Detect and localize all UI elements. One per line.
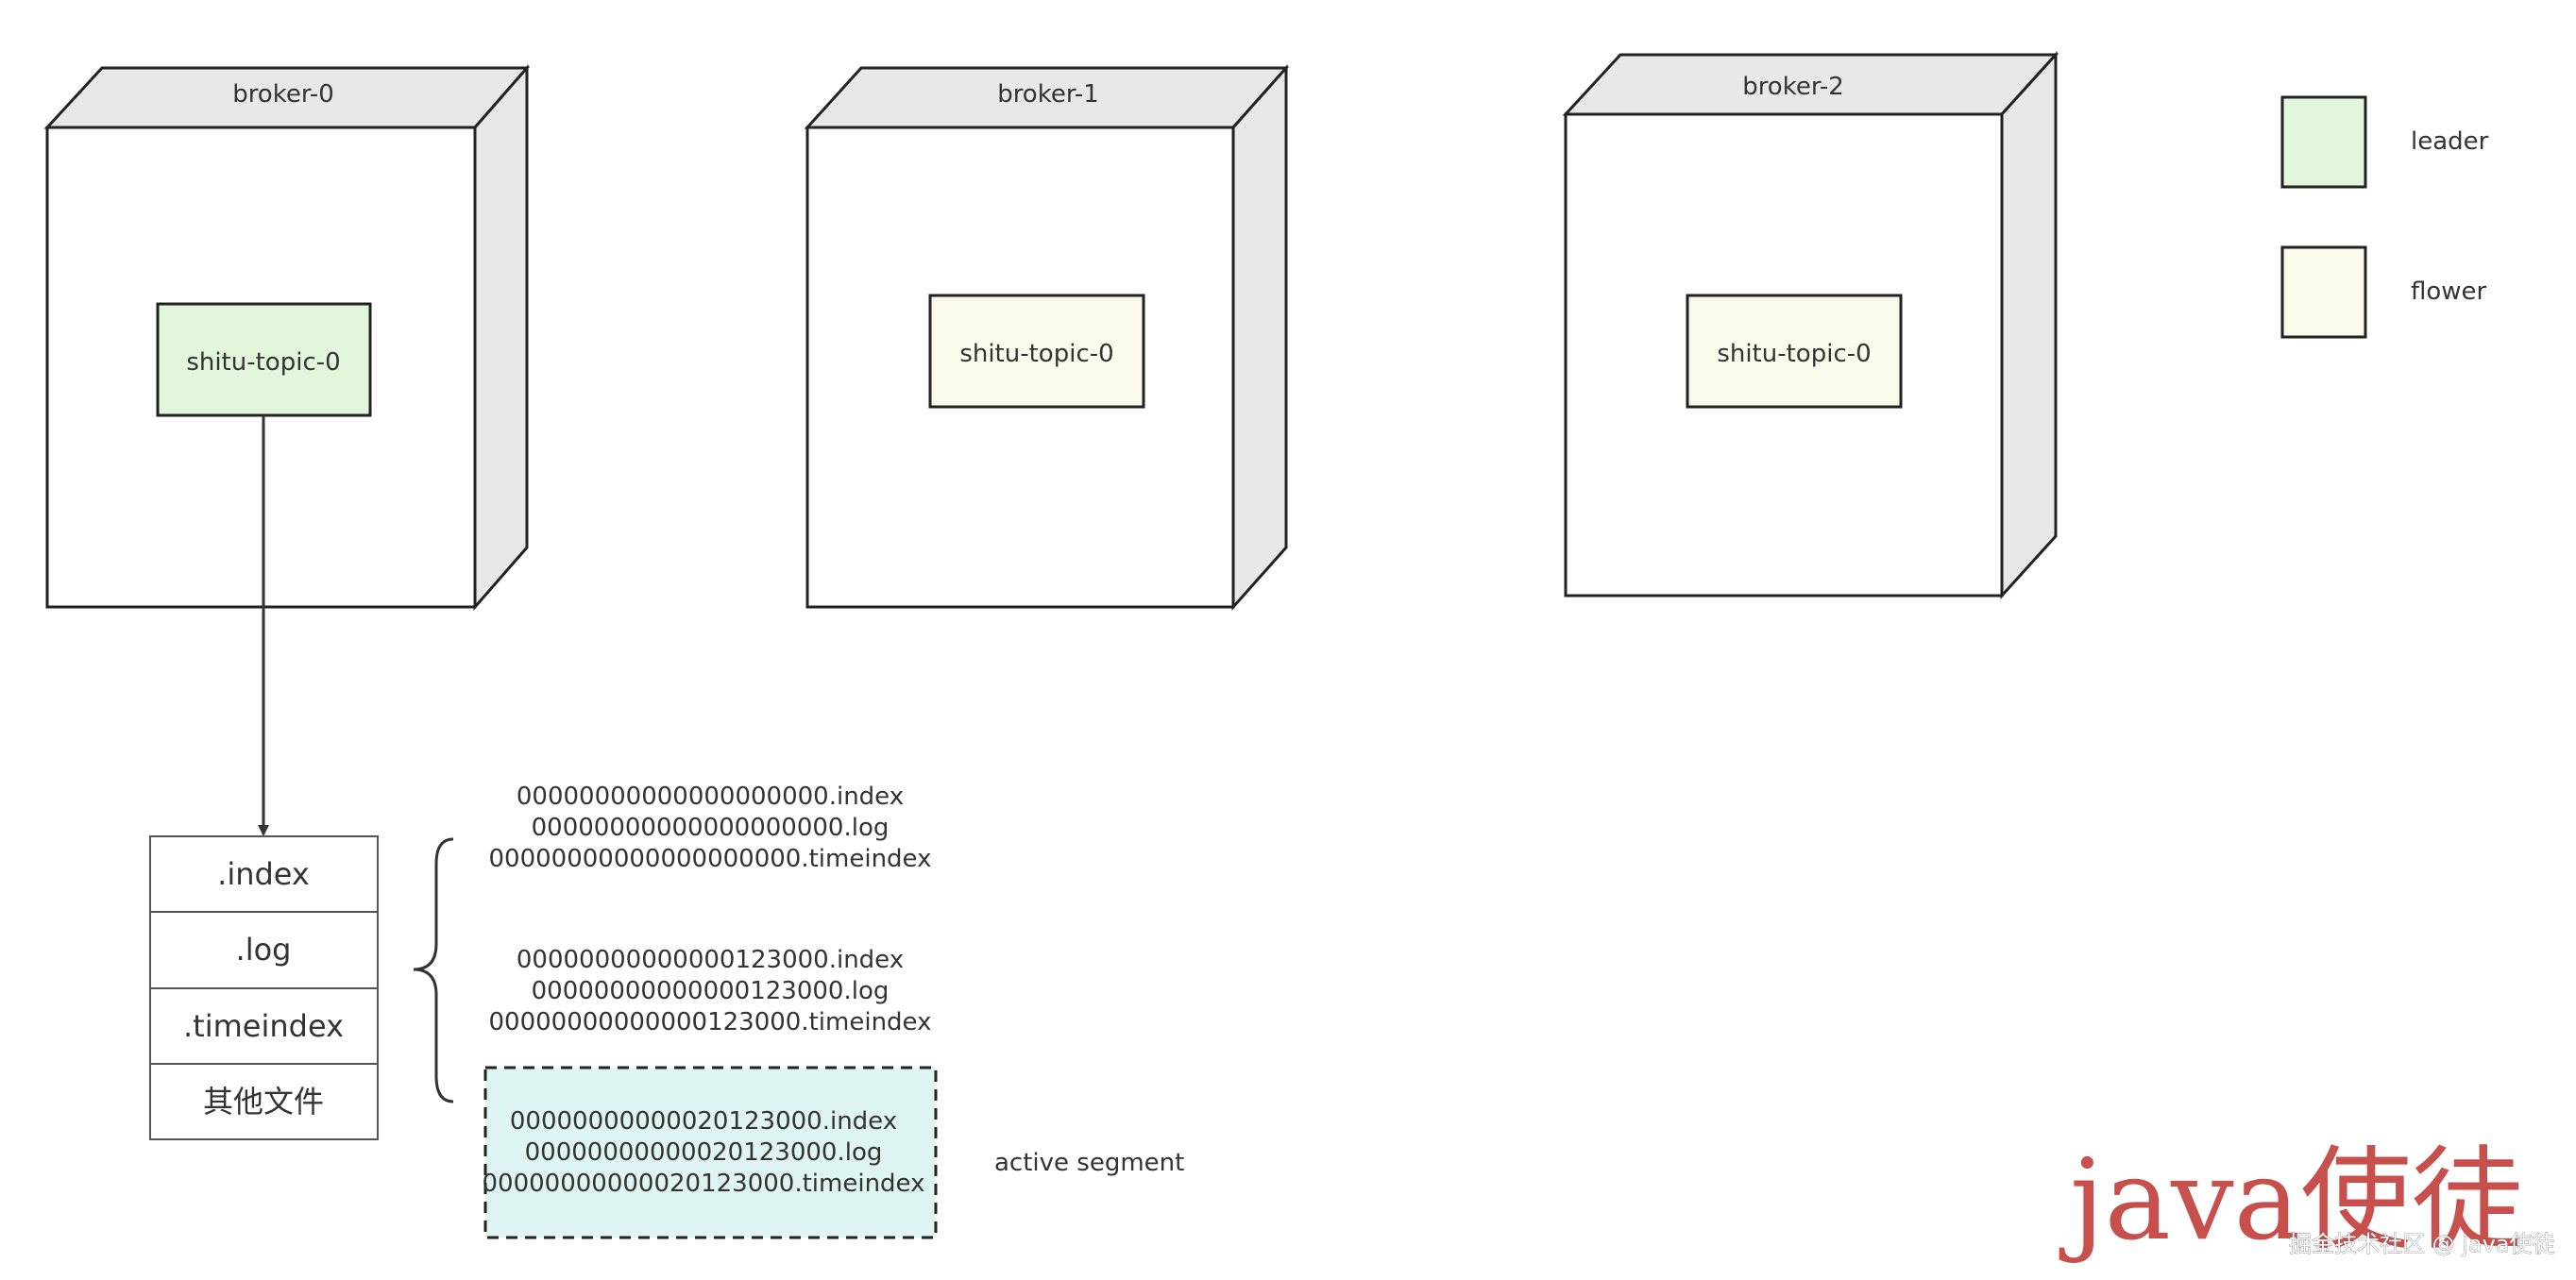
active-segment-index-file: 00000000000020123000.index [510,1107,897,1136]
broker-0-box: broker-0 shitu-topic-0 [43,64,531,611]
legend-leader-label: leader [2411,127,2489,156]
broker-2-title: broker-2 [1742,73,1844,101]
broker-1-box: broker-1 shitu-topic-0 [804,64,1290,611]
active-segment-box[interactable] [483,1066,938,1239]
broker-0-title: broker-0 [232,80,334,109]
segment-group-0: 00000000000000000000.index 0000000000000… [489,783,932,873]
segment-1-timeindex-file: 00000000000000123000.timeindex [489,1008,932,1036]
file-type-row [149,835,379,913]
active-segment: 00000000000020123000.index 0000000000002… [483,1066,1184,1239]
broker-2-partition-box[interactable] [1686,294,1903,409]
active-segment-label: active segment [994,1149,1184,1177]
broker-2-side-face [2000,51,2058,599]
watermark: java使徒 掘金技术社区 @ java使徒 [2059,1135,2555,1265]
segment-1-log-file: 00000000000000123000.log [532,977,890,1005]
legend-flower-label: flower [2411,278,2487,306]
broker-1-side-face [1231,64,1288,611]
file-type-index-label: .index [217,856,310,892]
broker-2-box: broker-2 shitu-topic-0 [1562,51,2059,599]
segment-0-index-file: 00000000000000000000.index [517,783,904,811]
file-type-row [149,911,379,989]
file-type-other-label: 其他文件 [203,1084,324,1120]
broker-1-partition-box[interactable] [928,294,1145,409]
segment-brace [413,837,454,1103]
active-segment-timeindex-file: 00000000000020123000.timeindex [483,1170,925,1198]
broker-1-partition-label: shitu-topic-0 [959,340,1113,368]
broker-0-side-face [473,64,529,611]
watermark-main: java使徒 [2059,1135,2523,1265]
active-segment-log-file: 00000000000020123000.log [525,1138,883,1167]
broker-2-partition-label: shitu-topic-0 [1717,340,1871,368]
legend-flower-swatch [2280,245,2367,339]
file-type-timeindex-label: .timeindex [183,1008,344,1044]
broker-1-title: broker-1 [997,80,1099,109]
segment-0-timeindex-file: 00000000000000000000.timeindex [489,845,932,873]
legend: leader flower [2280,95,2489,339]
file-type-row [149,987,379,1065]
segment-group-1: 00000000000000123000.index 0000000000000… [489,946,932,1036]
file-type-row [149,1063,379,1140]
watermark-small: 掘金技术社区 @ java使徒 [2289,1231,2555,1257]
broker-0-partition-label: shitu-topic-0 [186,348,340,377]
legend-leader-swatch [2280,95,2367,189]
segment-1-index-file: 00000000000000123000.index [517,946,904,974]
file-types-table: .index .log .timeindex 其他文件 [149,835,379,1140]
segment-0-log-file: 00000000000000000000.log [532,814,890,842]
file-type-log-label: .log [236,932,292,968]
